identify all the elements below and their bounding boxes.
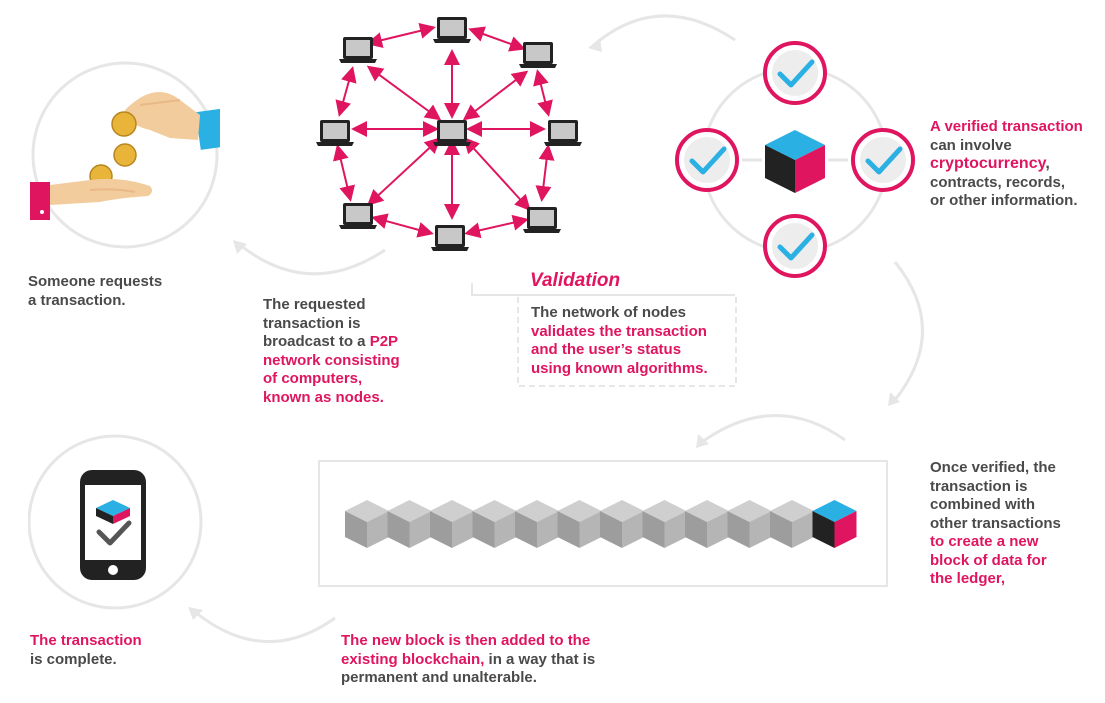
blockchain-frame [318,460,888,587]
step1-text: Someone requests a transaction. [28,273,162,310]
chain-block-cube [515,500,559,548]
step2-line1: The requested [263,296,366,313]
step2-line6: known as nodes. [263,388,384,406]
verified-line1: A verified transaction [930,118,1083,135]
step2-line5: of computers, [263,370,363,387]
node-laptop-right [544,120,582,146]
chain-block-cube [387,500,432,548]
combined-line1: Once verified, the [930,459,1056,476]
validation-line1: The network of nodes [531,304,687,321]
node-laptop-center [433,120,471,146]
step1-illustration [5,60,231,255]
validation-title: Validation [530,270,621,291]
validation-line3: and the user’s status [531,341,682,358]
combined-line4: other transactions [930,514,1061,532]
new-block-cube [812,500,857,548]
combined-line3: combined with [930,496,1035,513]
combined-text: Once verified, the transaction is combin… [930,459,1061,589]
smartphone-icon [28,434,203,610]
added-line1: The new block is then added to the [341,632,591,649]
chain-block-cube [345,500,389,548]
node-laptop-bottom-right [523,207,561,233]
verified-line2: can involve [930,136,1012,154]
step2-line4: network consisting [263,351,400,369]
chain-block-cube [770,500,814,548]
added-line2: existing blockchain, in a way that is [341,651,595,670]
added-line2-plain: in a way that is [484,650,596,668]
verified-line4: contracts, records, [930,173,1066,191]
blockchain-icon [345,500,857,548]
computer-network-icon [316,17,582,251]
step2-line3: broadcast to a P2P [263,333,400,352]
verified-line3: cryptocurrency, [930,155,1083,174]
complete-line1: The transaction [30,632,142,649]
cube-icon [765,130,825,193]
hands-with-coins-icon [5,61,231,249]
complete-text: The transaction is complete. [30,632,142,669]
node-laptop-bottom-left [339,203,377,229]
added-text: The new block is then added to the exist… [341,632,595,688]
chain-block-cube [472,500,517,548]
validation-line2: validates the transaction [531,322,707,340]
checkmark-icon [851,128,915,192]
node-laptop-top-right [519,42,557,68]
existing-blockchain-highlight: existing blockchain, [341,650,485,668]
chain-block-cube [642,500,687,548]
verified-line3-plain: , [1045,155,1050,172]
cryptocurrency-highlight: cryptocurrency [930,155,1046,172]
step1-line2: a transaction. [28,291,126,309]
verification-diagram [675,41,915,278]
combined-line7: the ledger, [930,570,1006,587]
step2-line2: transaction is [263,314,361,332]
validation-text: The network of nodes validates the trans… [531,304,708,378]
combined-line2: transaction is [930,477,1028,495]
added-line3: permanent and unalterable. [341,669,537,686]
step1-line1: Someone requests [28,273,163,290]
combined-line5: to create a new [930,533,1039,550]
verified-line5: or other information. [930,192,1078,209]
checkmark-icon [763,214,827,278]
complete-line2: is complete. [30,650,117,668]
node-laptop-left [316,120,354,146]
chain-block-cube [727,500,772,548]
chain-block-cube [557,500,602,548]
verified-text: A verified transaction can involve crypt… [930,118,1083,211]
node-laptop-top-left [339,37,377,63]
node-laptop-bottom [431,225,469,251]
chain-block-cube [430,500,474,548]
step2-text: The requested transaction is broadcast t… [263,296,400,407]
combined-line6: block of data for [930,551,1047,569]
node-laptop-top [433,17,471,43]
validation-line4: using known algorithms. [531,359,708,377]
step2-line3-plain: broadcast to a [263,333,370,350]
checkmark-icon [675,128,739,192]
chain-block-cube [600,500,644,548]
p2p-highlight: P2P [369,333,399,350]
checkmark-icon [763,41,827,105]
chain-block-cube [685,500,729,548]
